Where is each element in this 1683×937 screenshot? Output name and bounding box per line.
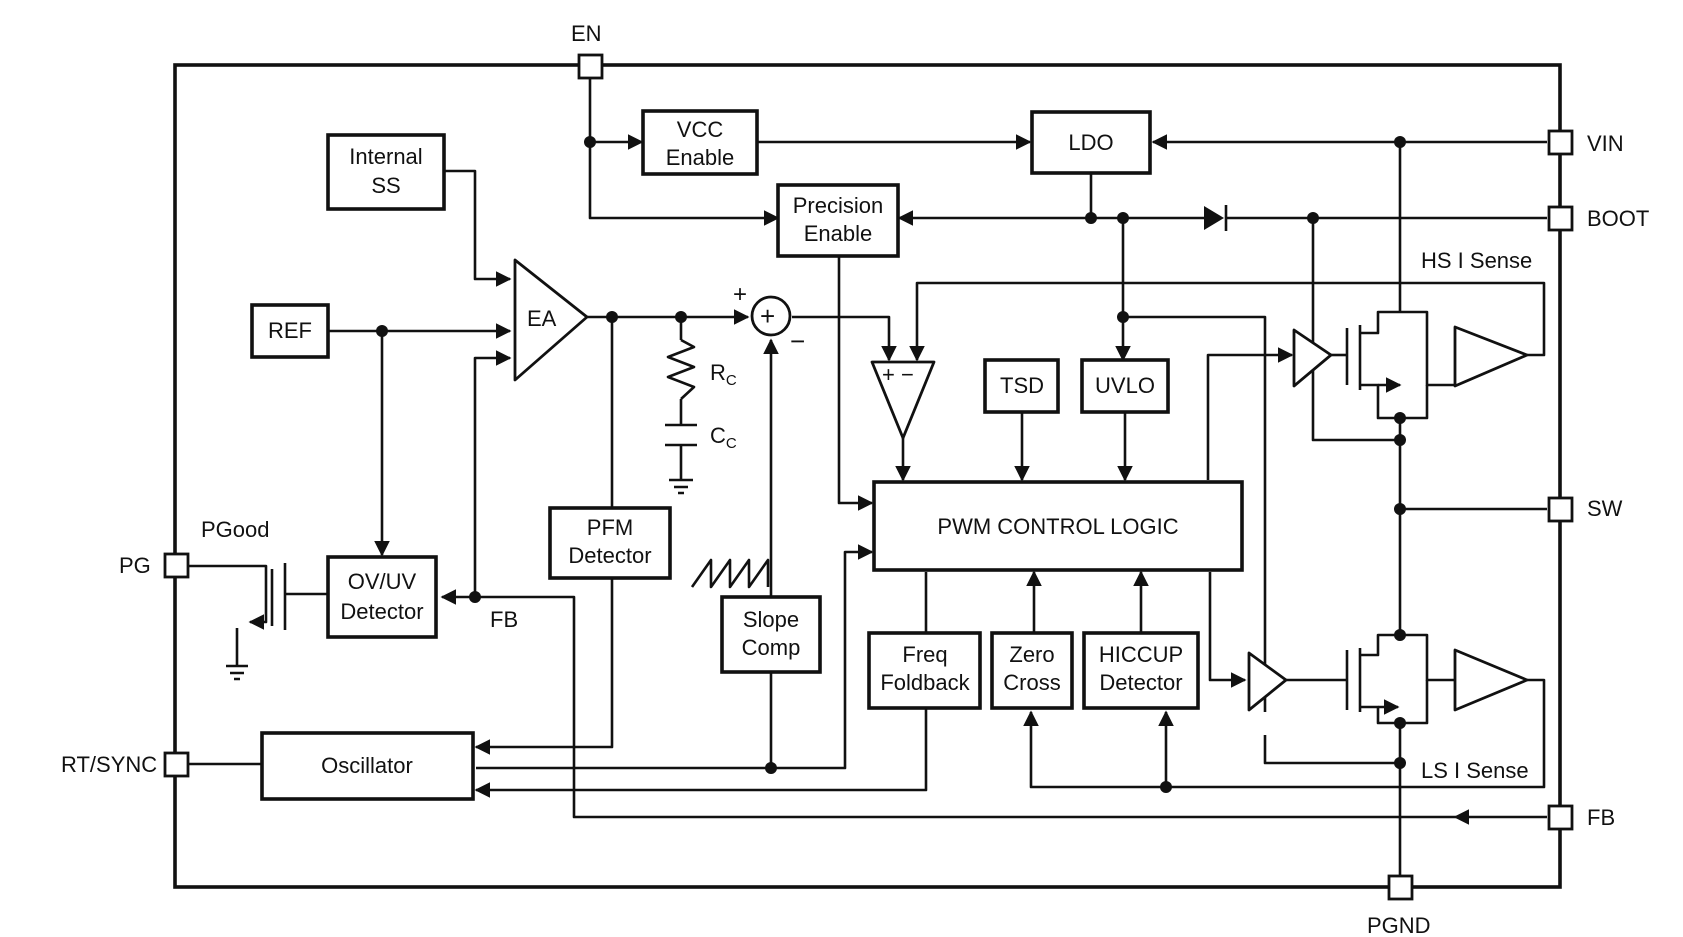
uvlo-block: UVLO — [1080, 358, 1170, 414]
pin-pgnd — [1387, 874, 1414, 901]
svg-text:LDO: LDO — [1068, 130, 1113, 155]
ls-current-sense-amp — [1453, 648, 1529, 712]
boot-pin-label: BOOT — [1587, 206, 1649, 231]
sw-pin-label: SW — [1587, 496, 1623, 521]
pwm-comparator — [870, 360, 936, 440]
ldo-block: LDO — [1030, 110, 1152, 175]
svg-text:Precision: Precision — [793, 193, 883, 218]
internal-ss-block: Internal SS — [326, 133, 446, 211]
pin-sw — [1547, 496, 1574, 523]
svg-text:PWM CONTROL LOGIC: PWM CONTROL LOGIC — [937, 514, 1178, 539]
cc-label: CC — [710, 423, 737, 452]
svg-text:Enable: Enable — [804, 221, 873, 246]
svg-text:Comp: Comp — [742, 635, 801, 660]
ls-driver — [1247, 651, 1288, 712]
sum-minus-sign: − — [790, 326, 805, 356]
pgood-fet — [270, 563, 287, 630]
svg-text:PFM: PFM — [587, 515, 633, 540]
svg-text:Enable: Enable — [666, 145, 735, 170]
fb-pin-label: FB — [1587, 805, 1615, 830]
vin-pin-label: VIN — [1587, 131, 1624, 156]
summing-node — [750, 295, 792, 337]
ls-i-sense-label: LS I Sense — [1421, 758, 1529, 783]
pin-boot — [1547, 205, 1574, 232]
svg-text:Freq: Freq — [902, 642, 947, 667]
en-pin-label: EN — [571, 21, 602, 46]
wires — [189, 78, 1547, 880]
hs-current-sense-amp — [1453, 325, 1529, 388]
rc-resistor — [666, 338, 696, 400]
tsd-block: TSD — [983, 358, 1060, 414]
pfm-detector-block: PFM Detector — [548, 506, 672, 580]
pin-fb — [1547, 804, 1574, 831]
freq-foldback-block: Freq Foldback — [867, 631, 982, 710]
pin-pg — [163, 552, 190, 579]
svg-text:VCC: VCC — [677, 117, 724, 142]
pin-vin — [1547, 129, 1574, 156]
low-side-mosfet — [1345, 633, 1455, 725]
vcc-enable-block: VCC Enable — [641, 109, 759, 176]
pwm-control-logic-block: PWM CONTROL LOGIC — [872, 480, 1244, 572]
svg-text:TSD: TSD — [1000, 373, 1044, 398]
sum-plus-sign: + — [733, 281, 747, 308]
error-amplifier — [513, 258, 589, 382]
svg-text:HICCUP: HICCUP — [1099, 642, 1183, 667]
fb-internal-label: FB — [490, 607, 518, 632]
ea-label: EA — [527, 306, 557, 331]
svg-text:Cross: Cross — [1003, 670, 1060, 695]
hs-driver — [1292, 328, 1333, 388]
svg-text:Zero: Zero — [1009, 642, 1054, 667]
boot-diode — [1204, 205, 1228, 231]
svg-text:Oscillator: Oscillator — [321, 753, 413, 778]
high-side-mosfet — [1345, 310, 1455, 420]
ref-block: REF — [250, 303, 330, 359]
svg-text:UVLO: UVLO — [1095, 373, 1155, 398]
rt-sync-pin-label: RT/SYNC — [61, 752, 157, 777]
rc-label: RC — [710, 360, 737, 389]
ground-icon — [669, 478, 693, 495]
pin-rt-sync — [163, 751, 190, 778]
svg-text:Detector: Detector — [568, 543, 651, 568]
pgood-label: PGood — [201, 517, 270, 542]
summing-node-symbol: + — [760, 301, 775, 331]
svg-text:Slope: Slope — [743, 607, 799, 632]
precision-enable-block: Precision Enable — [776, 183, 900, 258]
svg-text:Detector: Detector — [340, 599, 423, 624]
hiccup-detector-block: HICCUP Detector — [1082, 631, 1200, 710]
svg-text:Foldback: Foldback — [880, 670, 970, 695]
svg-text:SS: SS — [371, 173, 400, 198]
pin-en — [577, 53, 604, 80]
sawtooth-icon — [690, 558, 770, 589]
oscillator-block: Oscillator — [260, 731, 475, 801]
slope-comp-block: Slope Comp — [720, 595, 822, 674]
comparator-signs: + − — [882, 362, 914, 387]
svg-text:Detector: Detector — [1099, 670, 1182, 695]
ic-outline — [173, 63, 1562, 889]
svg-text:REF: REF — [268, 318, 312, 343]
svg-text:Internal: Internal — [349, 144, 422, 169]
zero-cross-block: Zero Cross — [990, 631, 1074, 710]
hs-i-sense-label: HS I Sense — [1421, 248, 1532, 273]
pgnd-pin-label: PGND — [1367, 913, 1431, 937]
svg-text:OV/UV: OV/UV — [348, 569, 417, 594]
cc-capacitor — [665, 423, 697, 447]
ground-icon — [226, 664, 248, 681]
ov-uv-detector-block: OV/UV Detector — [326, 555, 438, 639]
pg-pin-label: PG — [119, 553, 151, 578]
